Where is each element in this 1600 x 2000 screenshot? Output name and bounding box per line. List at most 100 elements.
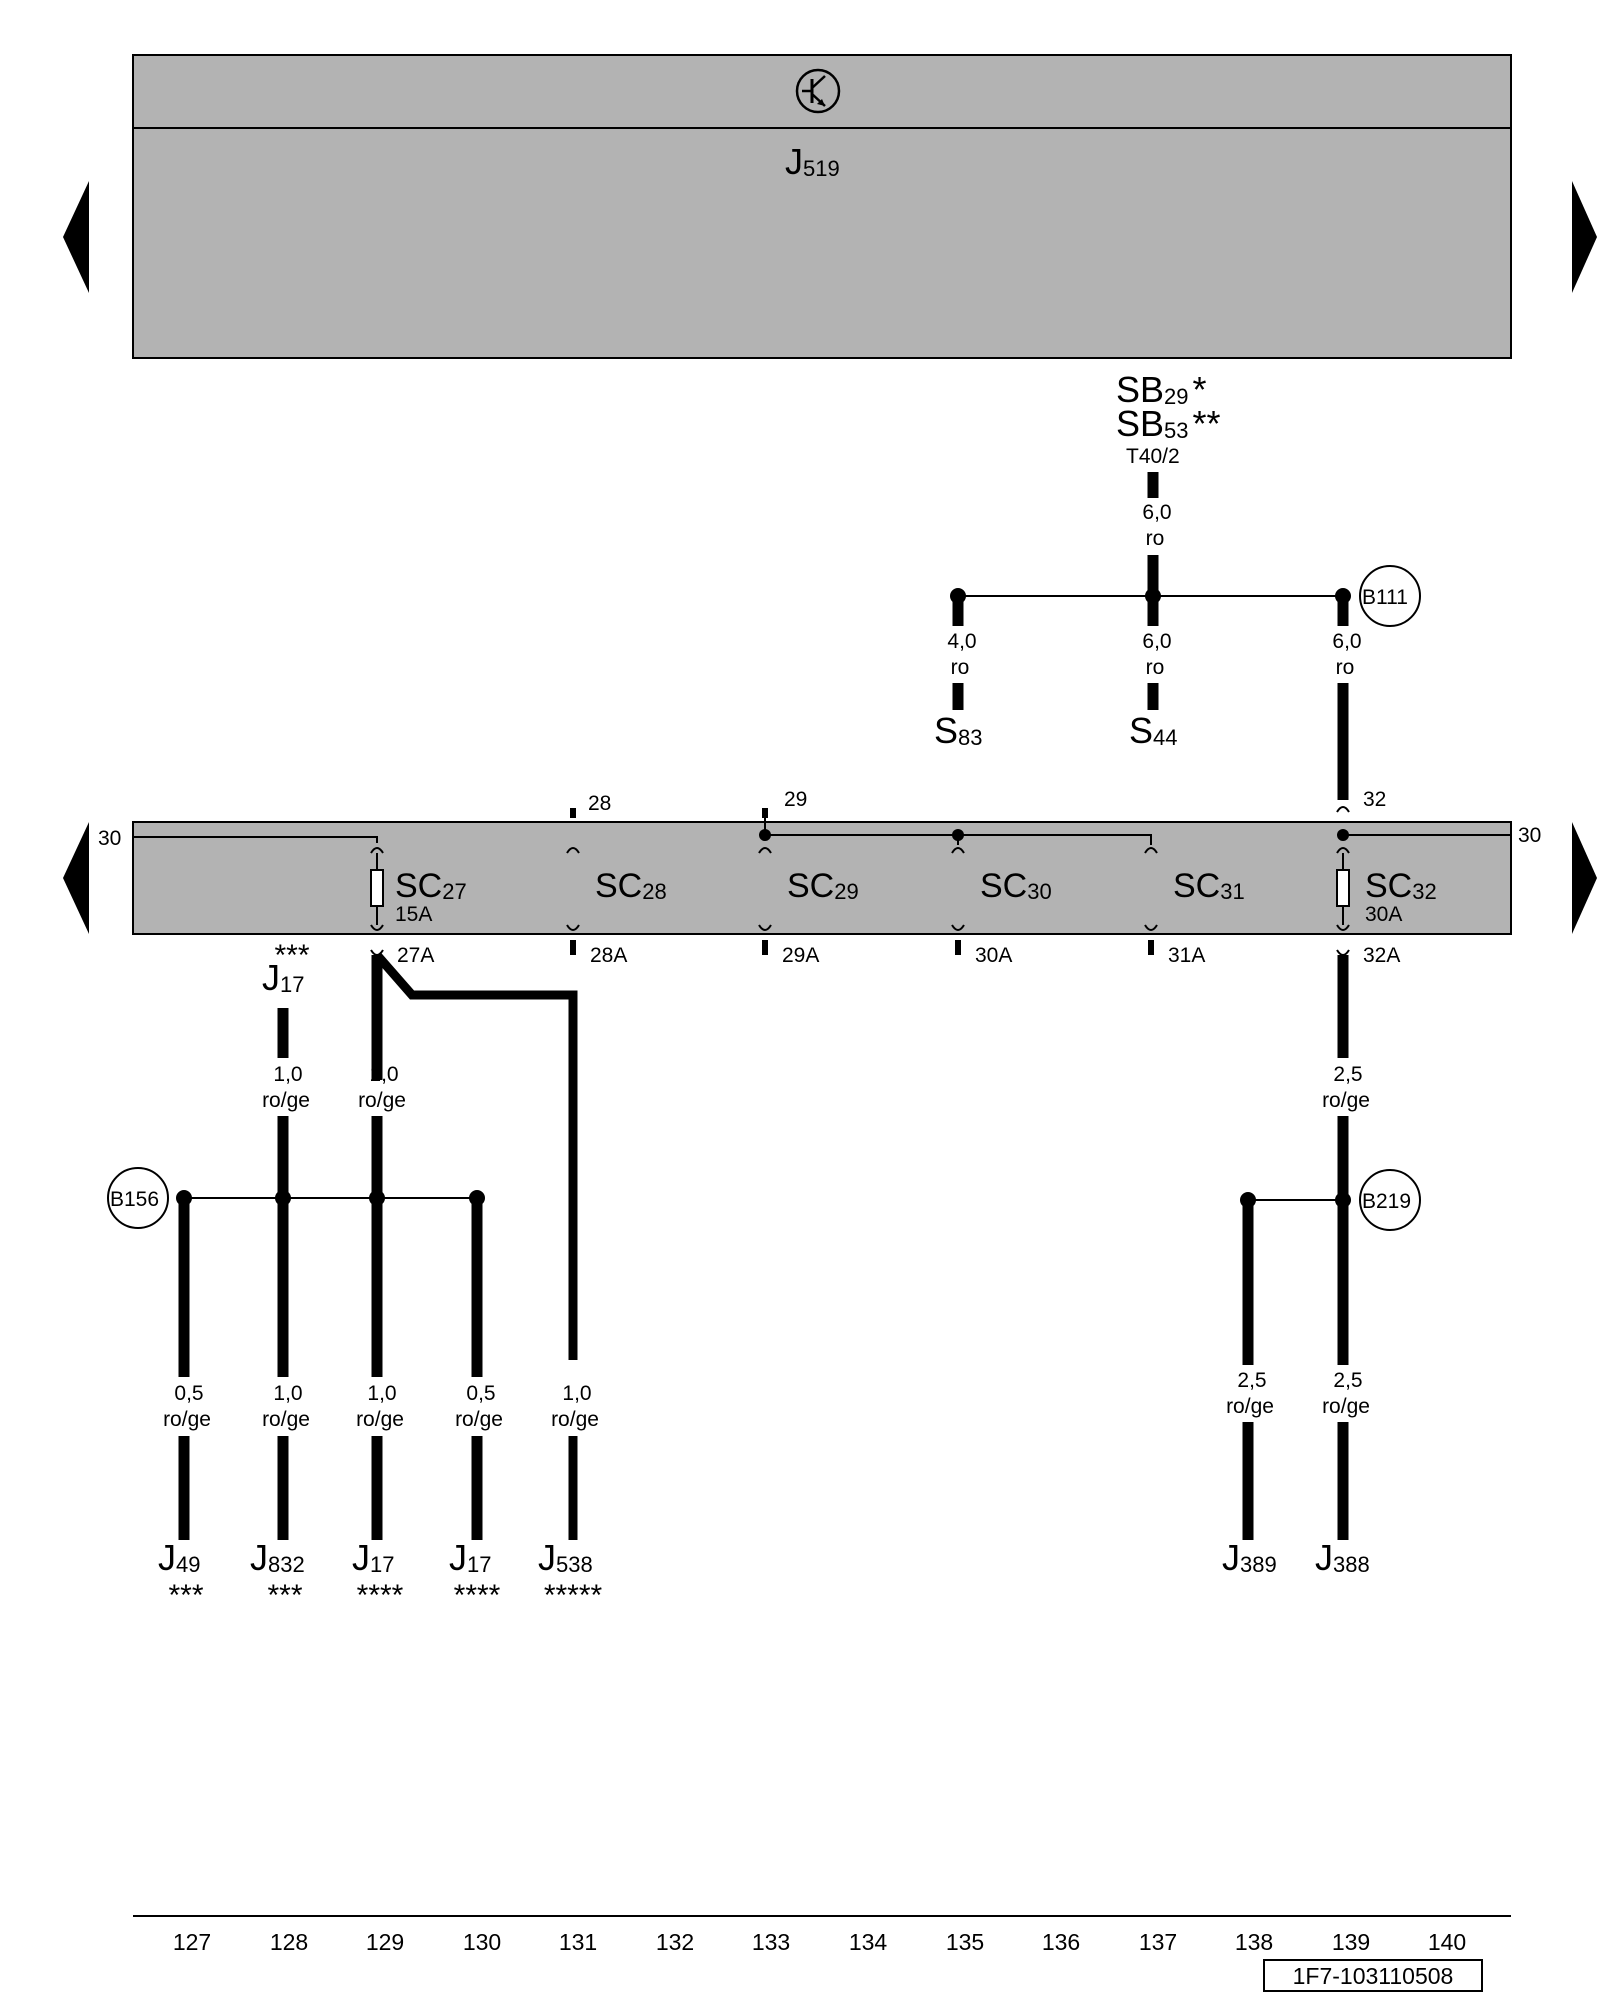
axis-label: 136 xyxy=(1042,1929,1080,1955)
wire-j17a-size: 1,0 xyxy=(367,1382,396,1405)
splice-b111-circle xyxy=(1359,565,1421,627)
wire-j538-size: 1,0 xyxy=(562,1382,591,1405)
fuse-output-32a: 32A xyxy=(1363,944,1400,967)
fuse-element-sc32 xyxy=(1336,853,1350,925)
axis-label: 138 xyxy=(1235,1929,1273,1955)
fuse-label-sc27: SC27 xyxy=(395,867,467,905)
s44-label: S44 xyxy=(1129,710,1178,751)
axis-label: 139 xyxy=(1332,1929,1370,1955)
axis-label: 133 xyxy=(752,1929,790,1955)
fuse-output-29a: 29A xyxy=(782,944,819,967)
fuse-label-sc32: SC32 xyxy=(1365,867,1437,905)
prev-page-arrow-fuse[interactable] xyxy=(63,822,89,934)
terminal-30-left: 30 xyxy=(98,827,121,850)
fuse-label-sc29: SC29 xyxy=(787,867,859,905)
wire-128-size: 1,0 xyxy=(273,1063,302,1086)
wire-j17b-color: ro/ge xyxy=(455,1408,503,1431)
splice-b156-circle xyxy=(107,1167,169,1229)
wire-j17a-color: ro/ge xyxy=(356,1408,404,1431)
wire-128-color: ro/ge xyxy=(262,1089,310,1112)
component-j17-a-stars: **** xyxy=(357,1579,404,1612)
s44-wire-color: ro xyxy=(1146,656,1165,679)
component-j388: J388 xyxy=(1315,1537,1370,1578)
axis-label: 130 xyxy=(463,1929,501,1955)
control-unit-label: J519 xyxy=(785,141,840,182)
s83-wire-color: ro xyxy=(951,656,970,679)
splice-b219-circle xyxy=(1359,1169,1421,1231)
wire-j49-size: 0,5 xyxy=(174,1382,203,1405)
wire-32a-color: ro/ge xyxy=(1322,1089,1370,1112)
axis-label: 127 xyxy=(173,1929,211,1955)
j538-route-wire xyxy=(373,952,578,1360)
fuse-output-28a: 28A xyxy=(590,944,627,967)
component-j538: J538 xyxy=(538,1537,593,1578)
feed-wire-size: 6,0 xyxy=(1142,501,1171,524)
wire-32a-size: 2,5 xyxy=(1333,1063,1362,1086)
fuse-box-panel xyxy=(132,821,1512,935)
supply-label-2: SB53** xyxy=(1116,403,1221,444)
axis-label: 131 xyxy=(559,1929,597,1955)
splice-b111-label: B111 xyxy=(1362,586,1408,609)
fuse-input-sc28: 28 xyxy=(588,792,611,815)
component-j49-stars: *** xyxy=(168,1579,203,1612)
wire-129-color: ro/ge xyxy=(358,1089,406,1112)
fuse-label-sc30: SC30 xyxy=(980,867,1052,905)
splice-b156-label: B156 xyxy=(110,1188,159,1211)
prev-page-arrow-top[interactable] xyxy=(63,181,89,293)
top-j17-stars: *** xyxy=(274,939,309,972)
component-j832-stars: *** xyxy=(267,1579,302,1612)
axis-label: 135 xyxy=(946,1929,984,1955)
supply-connector-label: T40/2 xyxy=(1126,445,1180,468)
fuse-rating-sc32: 30A xyxy=(1365,903,1402,926)
wire-j832-color: ro/ge xyxy=(262,1408,310,1431)
axis-label: 134 xyxy=(849,1929,888,1955)
junction-dot xyxy=(1337,829,1349,841)
s83-wire-size: 4,0 xyxy=(947,630,976,653)
component-j832: J832 xyxy=(250,1537,305,1578)
splice-b219-label: B219 xyxy=(1362,1190,1411,1213)
terminal-29-bus xyxy=(765,834,1152,845)
wire-j388-color: ro/ge xyxy=(1322,1395,1370,1418)
s83-label: S83 xyxy=(934,710,983,751)
wire-j49-color: ro/ge xyxy=(163,1408,211,1431)
component-j17-a: J17 xyxy=(352,1537,394,1578)
wire-129-size: 1,0 xyxy=(369,1063,398,1086)
component-j389: J389 xyxy=(1222,1537,1277,1578)
transistor-icon xyxy=(795,68,841,114)
next-page-arrow-top[interactable] xyxy=(1572,181,1597,293)
wire-j389-color: ro/ge xyxy=(1226,1395,1274,1418)
fuse-output-27a: 27A xyxy=(397,944,434,967)
component-j17-b: J17 xyxy=(449,1537,491,1578)
wire-j389-size: 2,5 xyxy=(1237,1369,1266,1392)
fuse-label-sc28: SC28 xyxy=(595,867,667,905)
top-j17-label: J17 xyxy=(262,957,304,998)
fuse-output-31a: 31A xyxy=(1168,944,1205,967)
wire-j538-color: ro/ge xyxy=(551,1408,599,1431)
fuse-element-sc27 xyxy=(370,853,384,925)
feed-wire-color: ro xyxy=(1146,527,1165,550)
fuse-label-sc31: SC31 xyxy=(1173,867,1245,905)
component-j49: J49 xyxy=(158,1537,200,1578)
axis-labels: 127 128 129 130 131 132 133 134 135 136 … xyxy=(173,1929,1466,1955)
next-page-arrow-fuse[interactable] xyxy=(1572,822,1597,934)
diagram-id: 1F7-103110508 xyxy=(1293,1963,1454,1989)
component-j538-stars: ***** xyxy=(544,1579,603,1612)
diagram-id-box xyxy=(1263,1959,1483,1992)
supply-label-1: SB29* xyxy=(1116,369,1207,410)
b111-wire-color: ro xyxy=(1336,656,1355,679)
fuse-input-sc32: 32 xyxy=(1363,788,1386,811)
axis-label: 129 xyxy=(366,1929,404,1955)
wire-j388-size: 2,5 xyxy=(1333,1369,1362,1392)
axis-label: 140 xyxy=(1428,1929,1466,1955)
wire-j17b-size: 0,5 xyxy=(466,1382,495,1405)
control-unit-panel xyxy=(132,54,1512,359)
axis-label: 128 xyxy=(270,1929,308,1955)
wire-j832-size: 1,0 xyxy=(273,1382,302,1405)
fuse-rating-sc27: 15A xyxy=(395,903,432,926)
axis-label: 132 xyxy=(656,1929,694,1955)
fuse-output-30a: 30A xyxy=(975,944,1012,967)
terminal-30-bus-left xyxy=(133,836,378,843)
axis-label: 137 xyxy=(1139,1929,1177,1955)
terminal-30-right: 30 xyxy=(1518,824,1541,847)
